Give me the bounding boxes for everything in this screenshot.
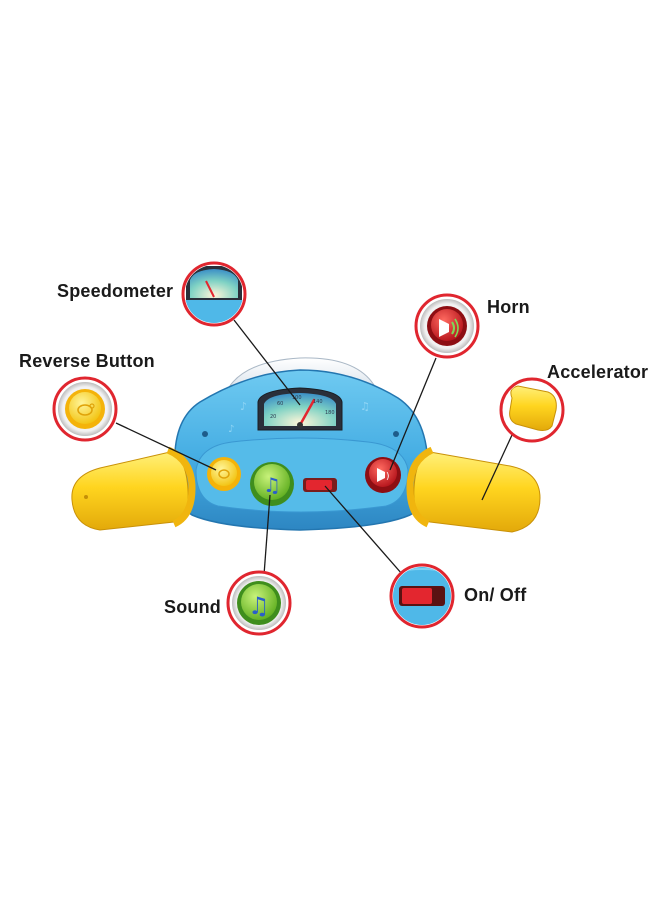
on-off-label: On/ Off xyxy=(464,585,527,605)
accelerator-callout xyxy=(499,377,565,443)
toy-body: ♪ ♫ ♪ xyxy=(173,357,429,531)
onoff-callout xyxy=(389,563,455,629)
sound-button: ♫ xyxy=(250,462,294,506)
music-note-icon: ♫ xyxy=(248,592,270,620)
accelerator-label: Accelerator xyxy=(547,362,649,382)
sound-callout: ♫ xyxy=(226,570,292,636)
left-handle xyxy=(71,446,196,531)
horn-button: ) xyxy=(365,457,401,493)
sound-label: Sound xyxy=(164,597,221,617)
svg-text:180: 180 xyxy=(325,410,335,416)
svg-text:60: 60 xyxy=(277,401,283,407)
speedometer-label: Speedometer xyxy=(57,281,174,301)
speedometer-callout xyxy=(181,261,247,327)
accelerator-handle xyxy=(406,446,541,533)
leader-lines xyxy=(115,319,513,576)
svg-text:140: 140 xyxy=(313,399,323,405)
reverse-button-label: Reverse Button xyxy=(19,351,155,371)
horn-callout xyxy=(414,293,480,359)
svg-text:♫: ♫ xyxy=(263,473,281,497)
on-off-switch xyxy=(303,478,337,492)
svg-text:20: 20 xyxy=(270,414,276,420)
svg-text:♪: ♪ xyxy=(228,424,234,435)
svg-text:100: 100 xyxy=(292,395,302,401)
svg-text:♫: ♫ xyxy=(360,400,370,413)
svg-text:): ) xyxy=(386,472,390,482)
turtle-icon xyxy=(77,403,95,416)
reverse-button xyxy=(207,457,241,491)
reverse-callout xyxy=(52,376,118,442)
horn-icon xyxy=(439,318,459,338)
horn-label: Horn xyxy=(487,297,530,317)
svg-text:♪: ♪ xyxy=(240,400,247,413)
